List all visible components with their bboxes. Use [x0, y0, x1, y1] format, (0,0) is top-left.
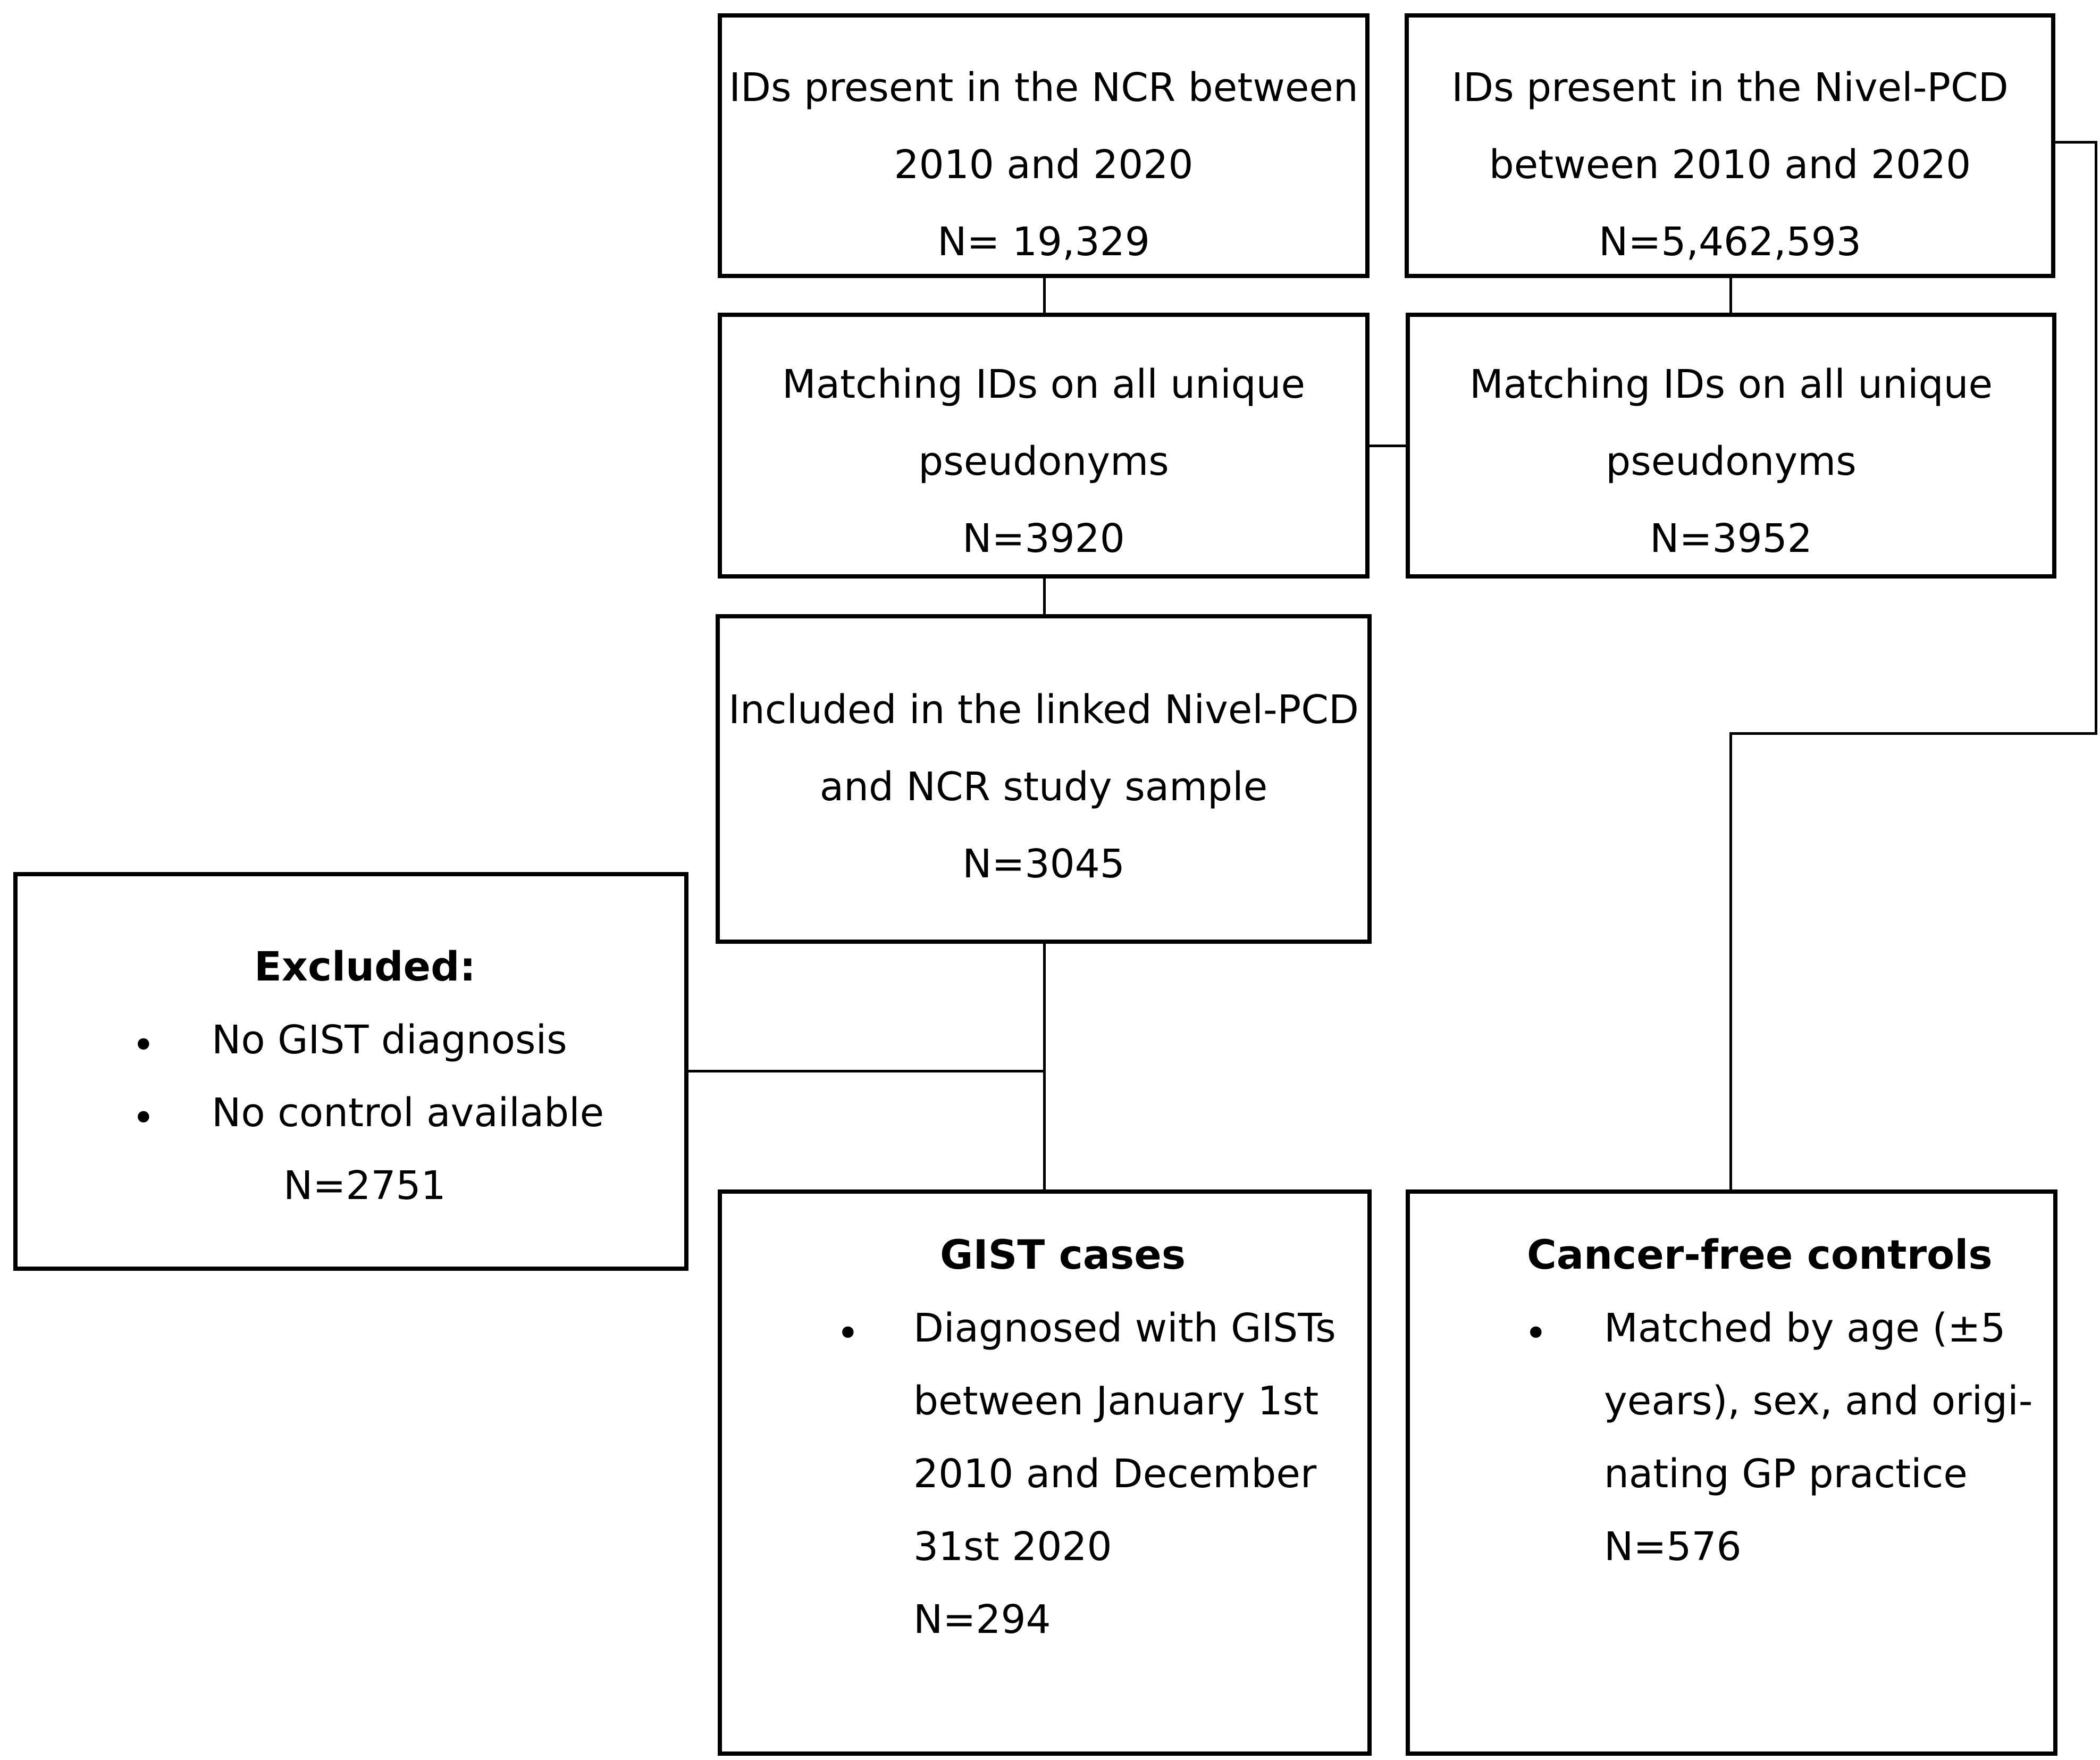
connector-ncr-to-matching — [1043, 275, 1046, 315]
gist-cases-box: GIST cases • Diagnosed with GISTs betwee… — [718, 1189, 1372, 1756]
excluded-count: N=2751 — [283, 1163, 446, 1209]
connector-matching-boxes — [1368, 445, 1407, 447]
nivel-matching-box: Matching IDs on all unique pseudonyms N=… — [1406, 313, 2056, 579]
connector-matching-to-included — [1043, 576, 1046, 617]
nivel-ids-line1: IDs present in the Nivel-PCD — [1451, 65, 2009, 111]
ncr-matching-line2: pseudonyms — [918, 439, 1169, 484]
excluded-bullet-2-marker: • — [132, 1095, 155, 1141]
ncr-matching-box: Matching IDs on all unique pseudonyms N=… — [718, 313, 1370, 579]
nivel-matching-count: N=3952 — [1650, 516, 1812, 561]
included-line1: Included in the linked Nivel-PCD — [728, 687, 1359, 733]
gist-cases-title: GIST cases — [940, 1231, 1186, 1278]
connector-controls-horizontal — [1729, 732, 2097, 735]
gist-cases-line-3: 2010 and December — [913, 1451, 1317, 1497]
ncr-matching-line1: Matching IDs on all unique — [782, 362, 1306, 407]
nivel-matching-line1: Matching IDs on all unique — [1469, 362, 1993, 407]
controls-line-2: years), sex, and origi- — [1604, 1378, 2033, 1424]
gist-cases-count: N=294 — [913, 1597, 1051, 1642]
connector-nivel-right-vertical — [2095, 141, 2097, 735]
included-box: Included in the linked Nivel-PCD and NCR… — [716, 614, 1372, 944]
gist-cases-line-2: between January 1st — [913, 1378, 1319, 1424]
controls-box: Cancer-free controls • Matched by age (±… — [1406, 1189, 2057, 1756]
nivel-ids-line2: between 2010 and 2020 — [1489, 142, 1971, 188]
controls-line-3: nating GP practice — [1604, 1451, 1968, 1497]
included-line2: and NCR study sample — [819, 764, 1268, 810]
ncr-ids-line2: 2010 and 2020 — [894, 142, 1194, 188]
gist-cases-line-4: 31st 2020 — [913, 1524, 1112, 1570]
connector-nivel-right-stub — [2052, 141, 2097, 144]
gist-cases-bullet-marker: • — [836, 1311, 860, 1356]
connector-nivel-to-matching — [1729, 275, 1732, 315]
excluded-box: Excluded: • No GIST diagnosis • No contr… — [13, 872, 688, 1271]
excluded-bullet-1: No GIST diagnosis — [212, 1017, 567, 1063]
gist-cases-line-1: Diagnosed with GISTs — [913, 1305, 1336, 1351]
controls-bullet-marker: • — [1524, 1311, 1548, 1356]
ncr-matching-count: N=3920 — [962, 516, 1125, 561]
controls-count: N=576 — [1604, 1524, 1742, 1570]
excluded-bullet-2: No control available — [212, 1090, 604, 1136]
ncr-ids-count: N= 19,329 — [937, 219, 1150, 265]
connector-to-controls — [1729, 732, 1732, 1192]
ncr-ids-line1: IDs present in the NCR between — [729, 65, 1358, 111]
nivel-ids-count: N=5,462,593 — [1599, 219, 1861, 265]
included-count: N=3045 — [962, 841, 1125, 887]
connector-included-to-cases — [1043, 941, 1046, 1192]
ncr-ids-box: IDs present in the NCR between 2010 and … — [718, 13, 1370, 278]
nivel-ids-box: IDs present in the Nivel-PCD between 201… — [1405, 13, 2055, 278]
connector-to-excluded — [686, 1070, 1045, 1072]
excluded-title: Excluded: — [254, 943, 476, 990]
nivel-matching-line2: pseudonyms — [1606, 439, 1857, 484]
controls-title: Cancer-free controls — [1527, 1231, 1993, 1278]
controls-line-1: Matched by age (±5 — [1604, 1305, 2006, 1351]
excluded-bullet-1-marker: • — [132, 1023, 155, 1068]
